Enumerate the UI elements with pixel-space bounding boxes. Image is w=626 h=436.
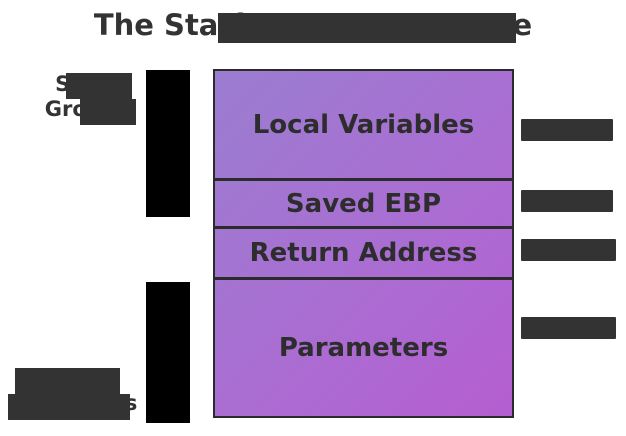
address-label-redaction-bar-0 xyxy=(521,119,613,141)
stack-cell-return-address: Return Address xyxy=(215,229,512,280)
stack-cell-label: Return Address xyxy=(249,238,478,268)
stack-cell-label: Saved EBP xyxy=(285,188,442,219)
address-label-redaction-bar-3 xyxy=(521,317,616,339)
stack-growth-redaction-bar-2 xyxy=(80,99,136,125)
stack-cell-label: Local Variables xyxy=(252,109,475,140)
stack-cell-saved-ebp: Saved EBP xyxy=(215,181,512,229)
stack-cell-parameters: Parameters xyxy=(215,280,512,416)
stack-frame-diagram: Local Variables Saved EBP Return Address… xyxy=(213,69,514,418)
address-label-redaction-bar-2 xyxy=(521,239,616,261)
higher-addresses-arrow-icon xyxy=(146,282,190,423)
stack-cell-local-variables: Local Variables xyxy=(215,71,512,181)
stack-growth-arrow-icon xyxy=(146,70,190,217)
higher-addresses-redaction-bar-2 xyxy=(8,394,130,420)
higher-addresses-redaction-bar-1 xyxy=(15,368,120,394)
stack-growth-redaction-bar-1 xyxy=(66,73,132,99)
title-redaction-bar xyxy=(218,13,516,43)
address-label-redaction-bar-1 xyxy=(521,190,613,212)
stack-cell-label: Parameters xyxy=(278,333,449,363)
